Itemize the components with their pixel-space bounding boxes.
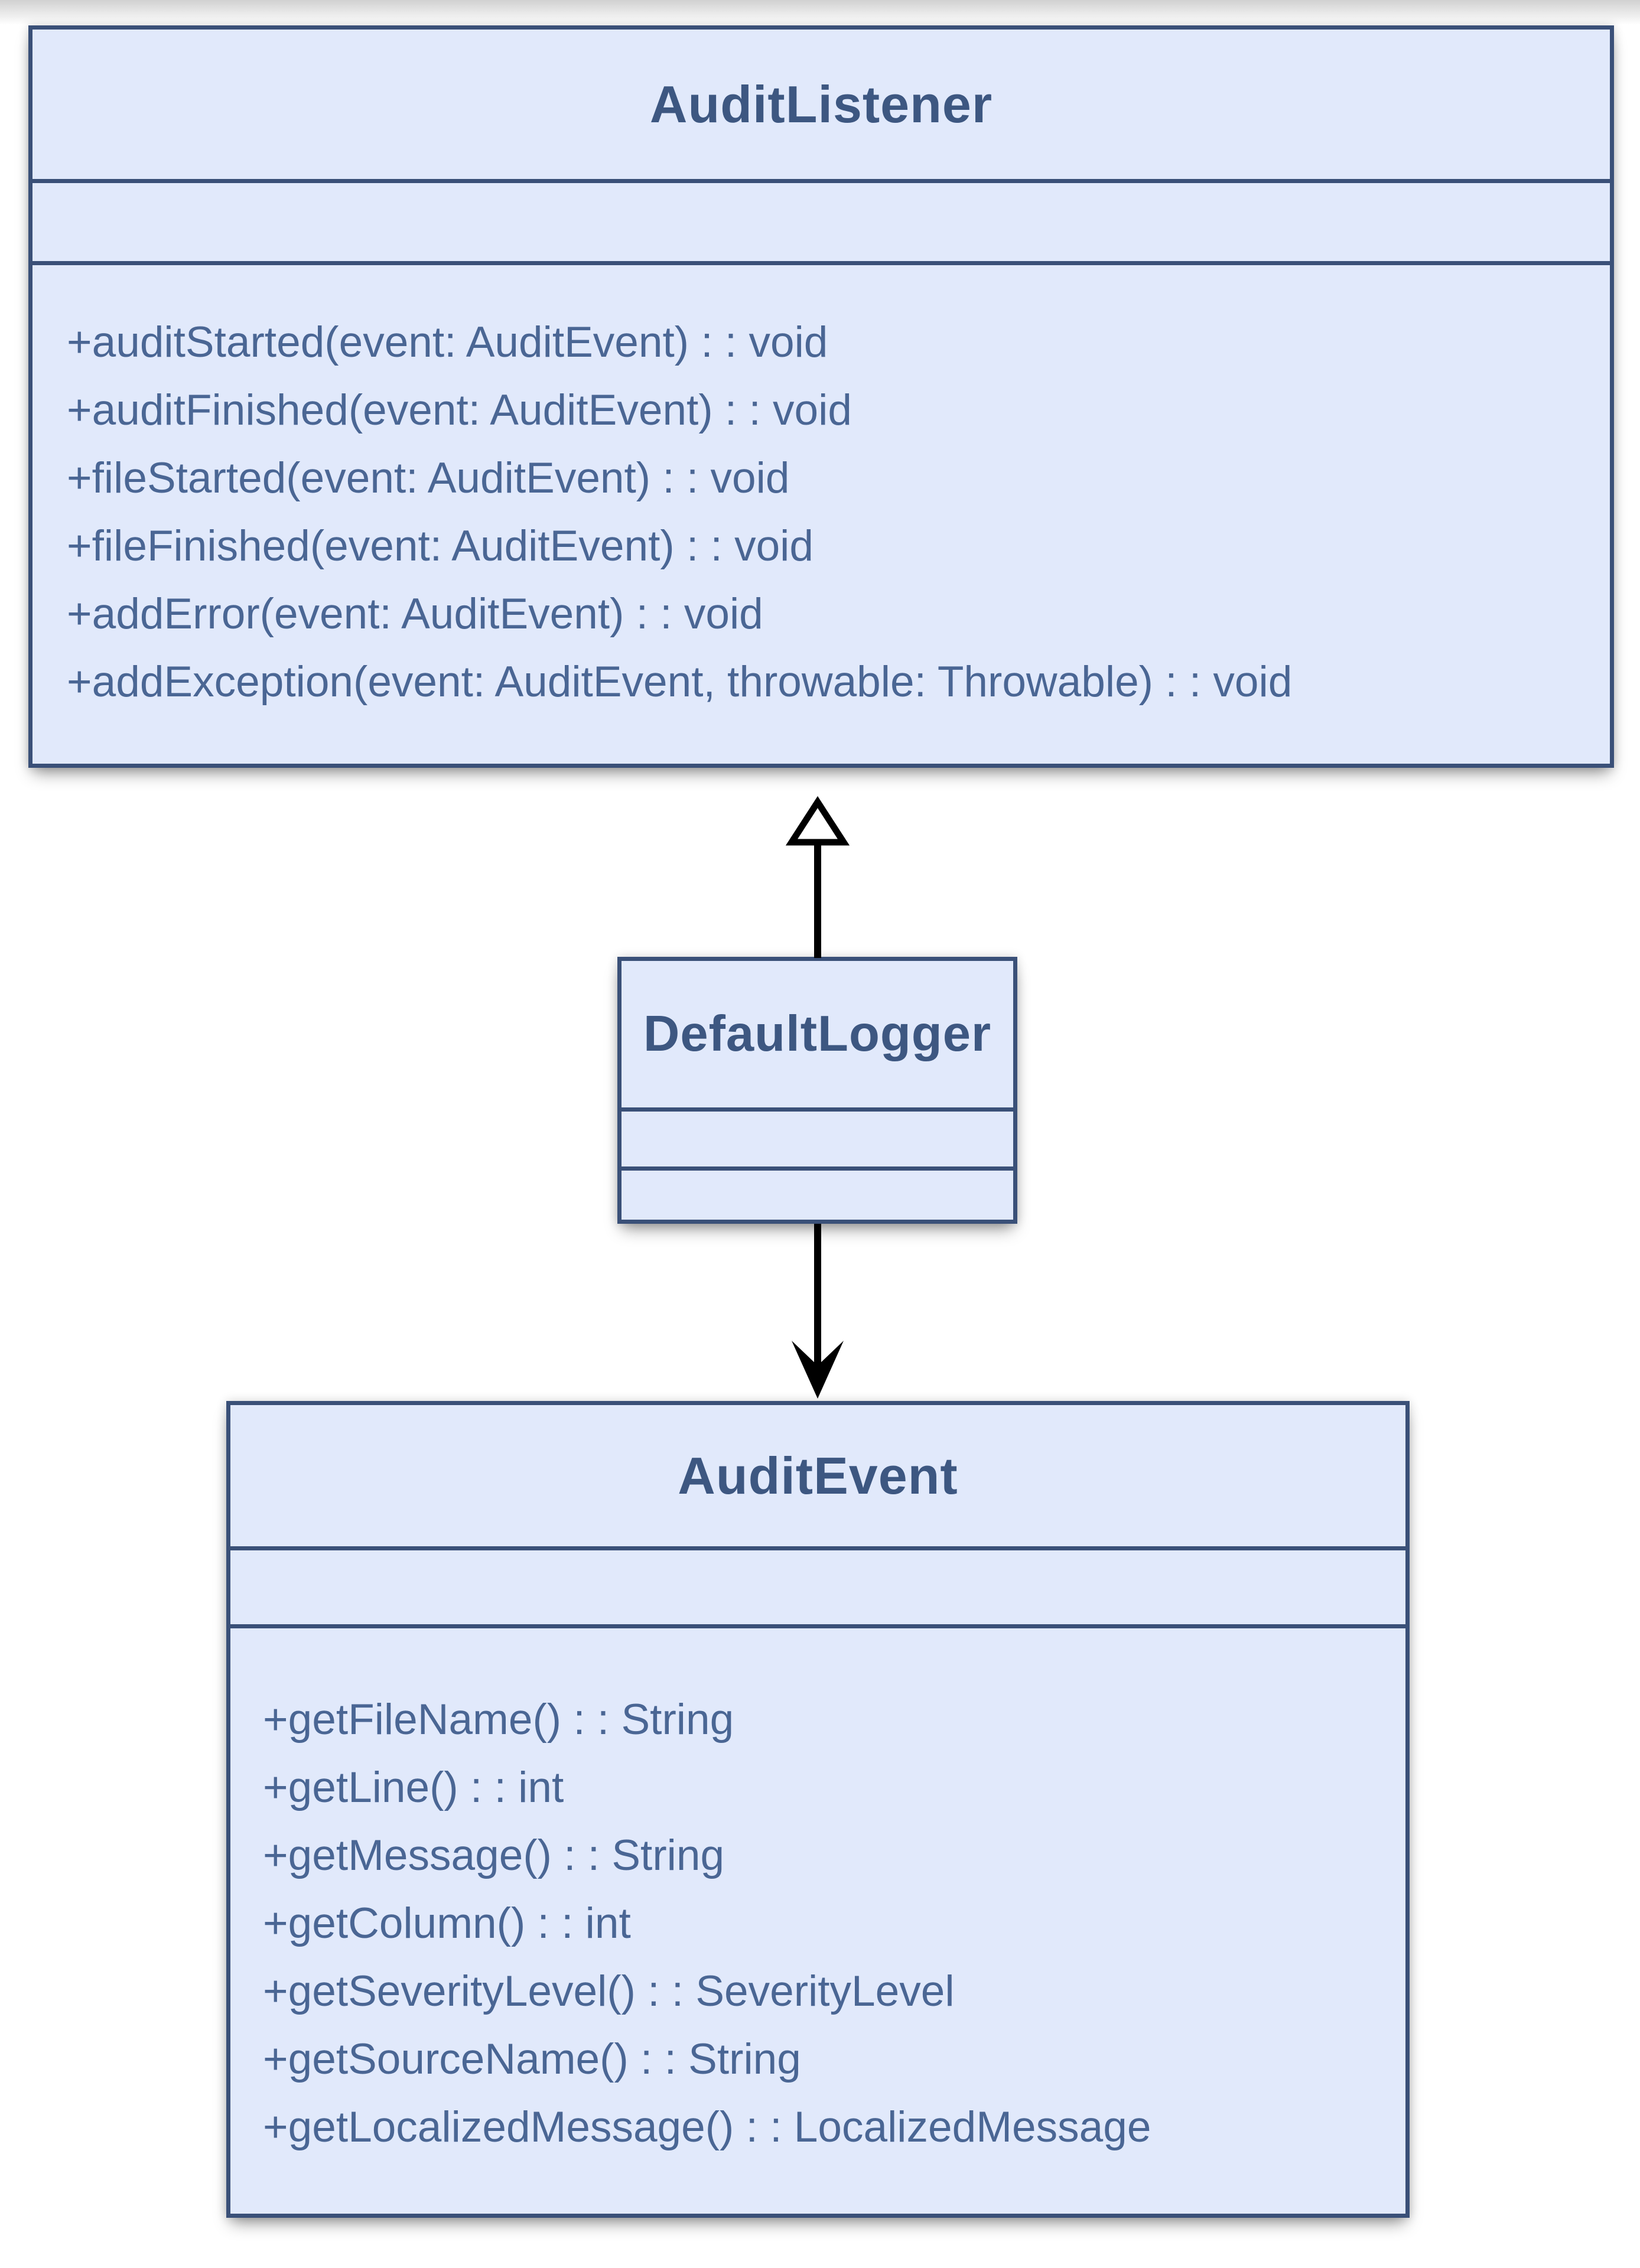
class-name-defaultlogger: DefaultLogger	[643, 1006, 992, 1062]
association-arrow-defaultlogger-to-auditevent	[792, 1224, 844, 1399]
method-item: +getLocalizedMessage() : : LocalizedMess…	[263, 2103, 1151, 2151]
method-item: +getSeverityLevel() : : SeverityLevel	[263, 1967, 955, 2015]
attributes-compartment-auditlistener	[32, 179, 1610, 261]
class-name-auditlistener: AuditListener	[649, 74, 993, 133]
methods-compartment-auditlistener: +auditStarted(event: AuditEvent) : : voi…	[32, 261, 1610, 764]
method-item: +addError(event: AuditEvent) : : void	[67, 590, 763, 638]
class-box-auditevent: AuditEvent +getFileName() : : String +ge…	[226, 1401, 1410, 2218]
generalization-arrow-defaultlogger-to-auditlistener	[785, 796, 850, 958]
class-name-auditevent: AuditEvent	[678, 1446, 958, 1505]
class-box-auditlistener: AuditListener +auditStarted(event: Audit…	[28, 25, 1614, 768]
hollow-triangle-arrowhead-icon	[785, 796, 850, 846]
method-item: +getMessage() : : String	[263, 1832, 725, 1879]
class-box-defaultlogger: DefaultLogger	[617, 957, 1017, 1224]
top-shadow-band	[0, 0, 1640, 25]
method-item: +getSourceName() : : String	[263, 2035, 801, 2083]
method-item: +fileFinished(event: AuditEvent) : : voi…	[67, 522, 814, 570]
class-title-compartment: AuditListener	[32, 30, 1610, 179]
attributes-compartment-defaultlogger	[621, 1107, 1013, 1166]
vee-arrowhead-icon	[792, 1341, 844, 1399]
method-item: +addException(event: AuditEvent, throwab…	[67, 658, 1293, 706]
attributes-compartment-auditevent	[230, 1546, 1405, 1624]
method-item: +auditFinished(event: AuditEvent) : : vo…	[67, 386, 852, 434]
class-title-compartment: AuditEvent	[230, 1405, 1405, 1546]
method-item: +getFileName() : : String	[263, 1696, 734, 1744]
method-item: +getColumn() : : int	[263, 1899, 631, 1947]
method-item: +fileStarted(event: AuditEvent) : : void	[67, 454, 790, 502]
class-title-compartment: DefaultLogger	[621, 961, 1013, 1107]
methods-compartment-auditevent: +getFileName() : : String +getLine() : :…	[230, 1624, 1405, 2218]
method-item: +auditStarted(event: AuditEvent) : : voi…	[67, 318, 828, 366]
methods-compartment-defaultlogger	[621, 1166, 1013, 1224]
method-item: +getLine() : : int	[263, 1764, 564, 1811]
